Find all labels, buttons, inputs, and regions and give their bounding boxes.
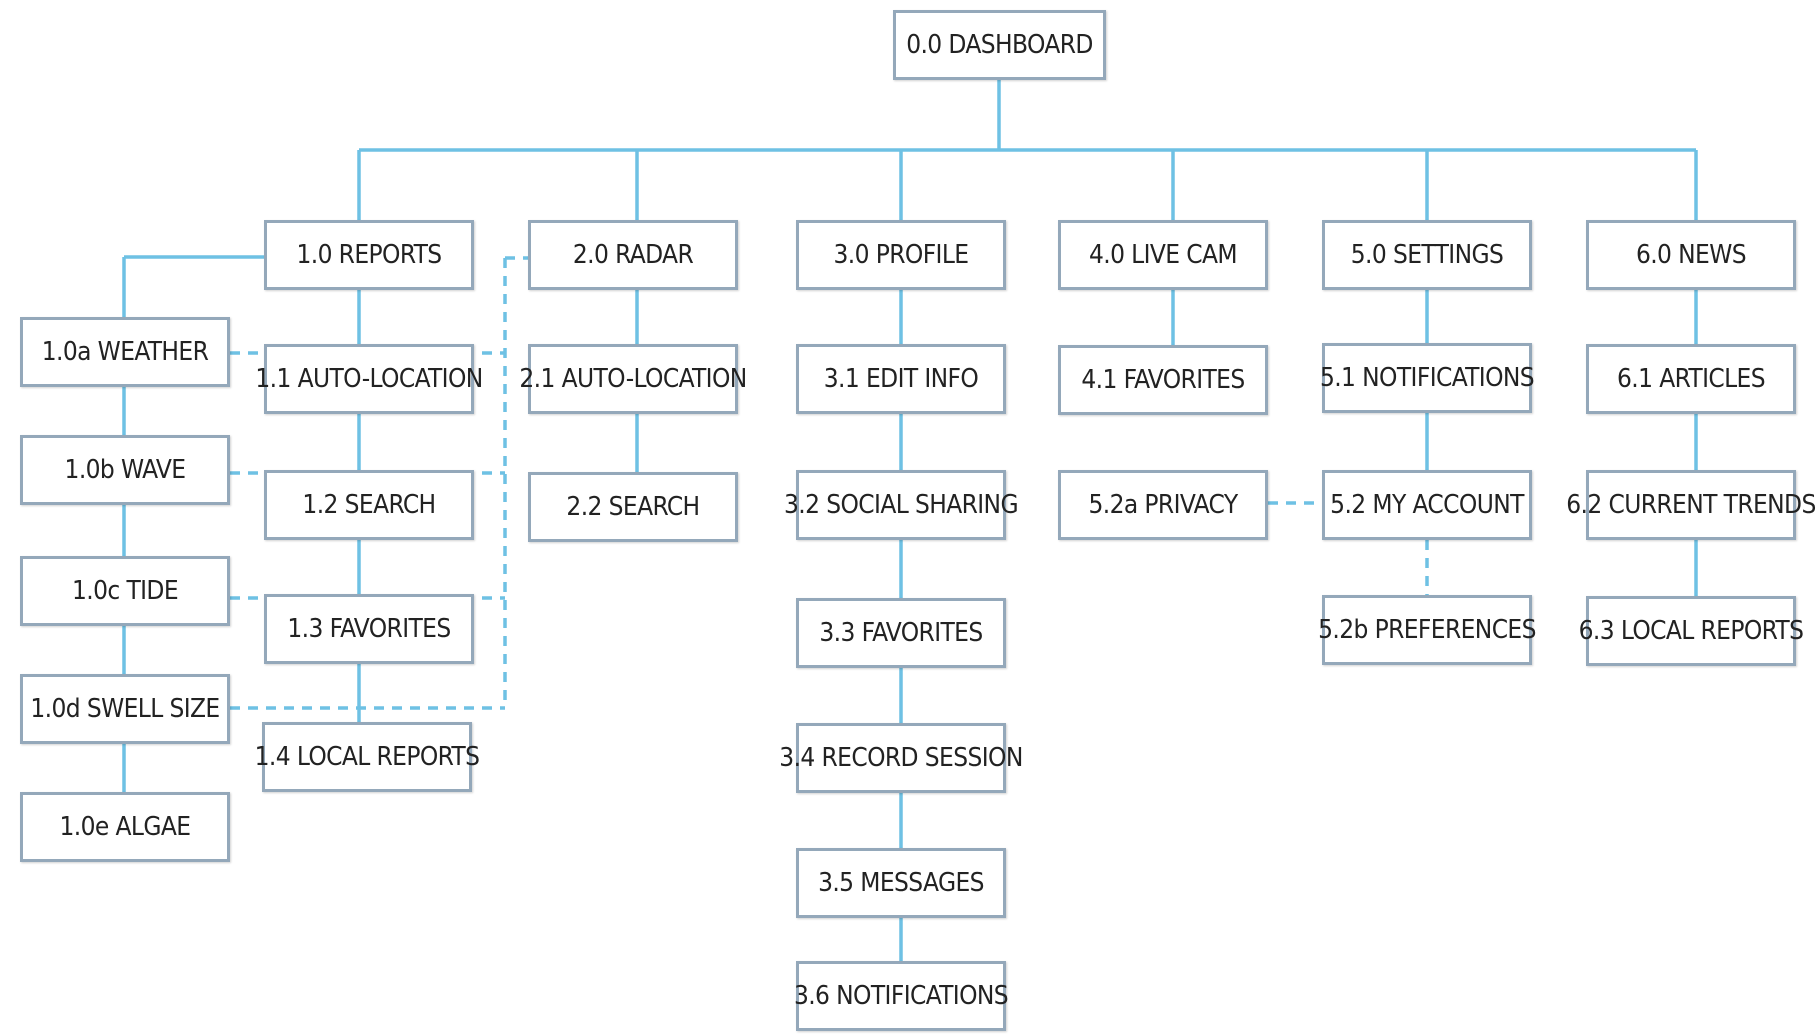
node-current-trends[interactable]: 6.2 CURRENT TRENDS [1566, 470, 1816, 540]
node-radar-auto-location[interactable]: 2.1 AUTO-LOCATION [519, 344, 747, 414]
node-preferences[interactable]: 5.2b PREFERENCES [1318, 595, 1536, 665]
node-messages[interactable]: 3.5 MESSAGES [796, 848, 1006, 918]
node-radar[interactable]: 2.0 RADAR [528, 220, 738, 290]
node-profile[interactable]: 3.0 PROFILE [796, 220, 1006, 290]
node-news-local-reports[interactable]: 6.3 LOCAL REPORTS [1579, 596, 1804, 666]
node-articles[interactable]: 6.1 ARTICLES [1586, 344, 1796, 414]
node-weather[interactable]: 1.0a WEATHER [20, 317, 230, 387]
node-reports-search[interactable]: 1.2 SEARCH [264, 470, 474, 540]
node-reports-local-reports[interactable]: 1.4 LOCAL REPORTS [255, 722, 480, 792]
node-record-session[interactable]: 3.4 RECORD SESSION [779, 723, 1023, 793]
node-profile-favorites[interactable]: 3.3 FAVORITES [796, 598, 1006, 668]
node-reports-favorites[interactable]: 1.3 FAVORITES [264, 594, 474, 664]
node-dashboard[interactable]: 0.0 DASHBOARD [893, 10, 1106, 80]
node-swell-size[interactable]: 1.0d SWELL SIZE [20, 674, 230, 744]
node-reports-auto-location[interactable]: 1.1 AUTO-LOCATION [255, 344, 483, 414]
node-radar-search[interactable]: 2.2 SEARCH [528, 472, 738, 542]
node-live-cam-favorites[interactable]: 4.1 FAVORITES [1058, 345, 1268, 415]
node-tide[interactable]: 1.0c TIDE [20, 556, 230, 626]
node-my-account[interactable]: 5.2 MY ACCOUNT [1322, 470, 1532, 540]
node-profile-notifications[interactable]: 3.6 NOTIFICATIONS [794, 961, 1009, 1031]
node-algae[interactable]: 1.0e ALGAE [20, 792, 230, 862]
node-edit-info[interactable]: 3.1 EDIT INFO [796, 344, 1006, 414]
node-privacy[interactable]: 5.2a PRIVACY [1058, 470, 1268, 540]
node-settings-notifications[interactable]: 5.1 NOTIFICATIONS [1320, 343, 1535, 413]
node-live-cam[interactable]: 4.0 LIVE CAM [1058, 220, 1268, 290]
node-social-sharing[interactable]: 3.2 SOCIAL SHARING [784, 470, 1019, 540]
node-news[interactable]: 6.0 NEWS [1586, 220, 1796, 290]
node-wave[interactable]: 1.0b WAVE [20, 435, 230, 505]
node-reports[interactable]: 1.0 REPORTS [264, 220, 474, 290]
node-settings[interactable]: 5.0 SETTINGS [1322, 220, 1532, 290]
